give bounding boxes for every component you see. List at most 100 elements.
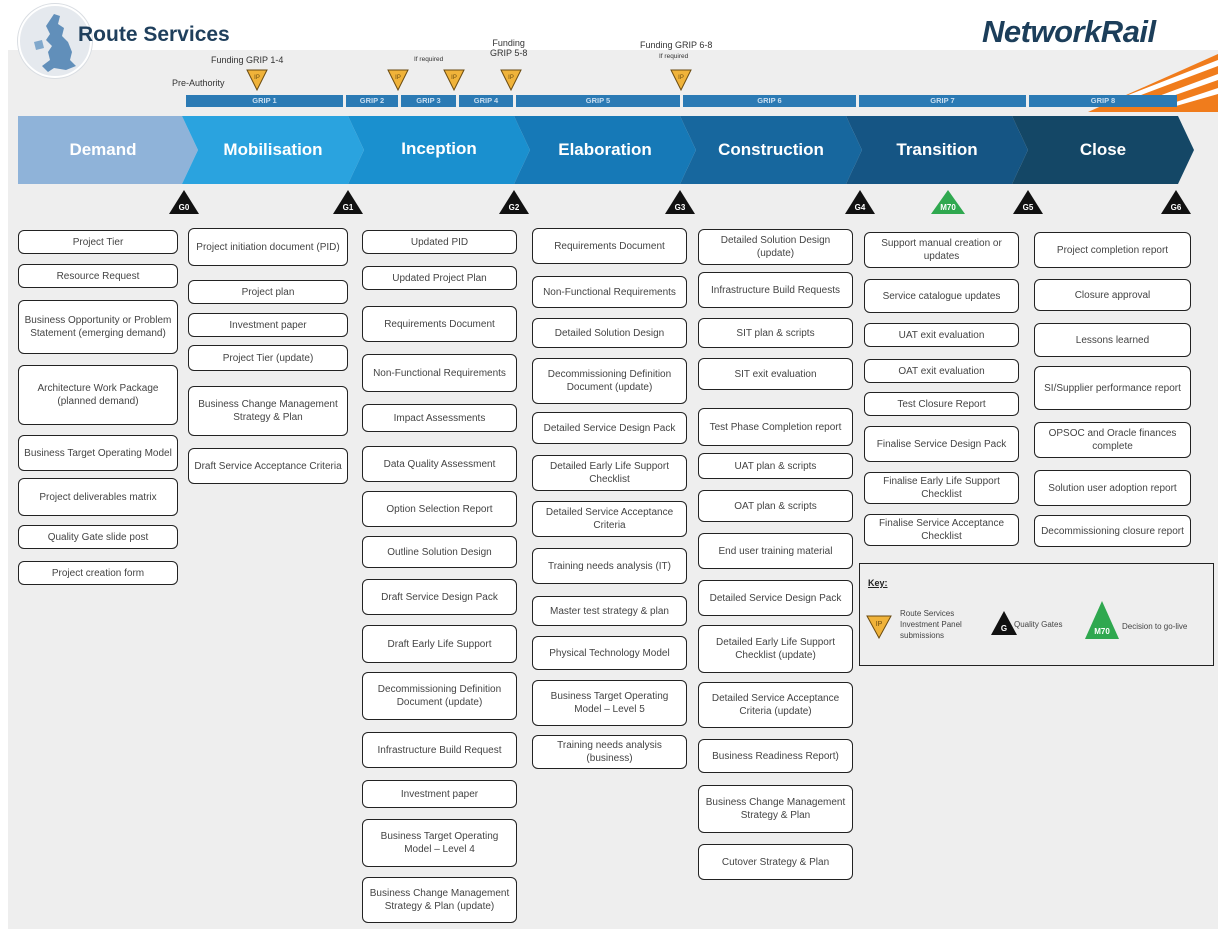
grip-stage-5: GRIP 5	[516, 95, 680, 107]
deliverable-box: Training needs analysis (business)	[532, 735, 687, 769]
grip-stage-4: GRIP 4	[459, 95, 513, 107]
deliverable-box: Project initiation document (PID)	[188, 228, 348, 266]
phase-inception: Inception	[348, 116, 530, 184]
deliverable-box: Cutover Strategy & Plan	[698, 844, 853, 880]
deliverable-box: SI/Supplier performance report	[1034, 366, 1191, 410]
deliverable-box: Finalise Service Design Pack	[864, 426, 1019, 462]
key-ip-text: Route Services Investment Panel submissi…	[900, 609, 962, 640]
phase-transition: Transition	[846, 116, 1028, 184]
deliverable-box: Business Target Operating Model – Level …	[532, 680, 687, 726]
deliverable-box: Business Change Management Strategy & Pl…	[188, 386, 348, 436]
ip-marker-text: IP	[395, 75, 401, 81]
ip-marker-text: IP	[254, 75, 260, 81]
phase-label-close: Close	[1079, 140, 1127, 159]
deliverable-box: Quality Gate slide post	[18, 525, 178, 549]
phase-label-construction: Construction	[718, 140, 824, 159]
quality-gate-icon: G2	[499, 190, 529, 214]
deliverable-box: Architecture Work Package (planned deman…	[18, 365, 178, 425]
deliverable-box: Finalise Early Life Support Checklist	[864, 472, 1019, 504]
svg-text:G: G	[1001, 624, 1007, 633]
deliverable-box: Project creation form	[18, 561, 178, 585]
deliverable-box: Business Change Management Strategy & Pl…	[698, 785, 853, 833]
funding-grip-6-8-label: Funding GRIP 6-8	[640, 40, 713, 50]
grip-stage-2: GRIP 2	[346, 95, 398, 107]
quality-gate-icon: G	[991, 611, 1017, 635]
phase-elaboration: Elaboration	[514, 116, 696, 184]
ip-marker-text: IP	[508, 75, 514, 81]
deliverable-box: Master test strategy & plan	[532, 596, 687, 626]
deliverable-box: Data Quality Assessment	[362, 446, 517, 482]
deliverable-box: Updated PID	[362, 230, 517, 254]
deliverable-box: UAT plan & scripts	[698, 453, 853, 479]
deliverable-box: Decommissioning Definition Document (upd…	[362, 672, 517, 720]
deliverable-box: Project deliverables matrix	[18, 478, 178, 516]
legend-key: Key: IP Route Services Investment Panel …	[859, 563, 1214, 666]
gate-label: M70	[940, 203, 956, 212]
deliverable-box: Training needs analysis (IT)	[532, 548, 687, 584]
deliverable-box: Non-Functional Requirements	[532, 276, 687, 308]
key-m70-text: Decision to go-live	[1122, 622, 1188, 631]
quality-gate-icon: G4	[845, 190, 875, 214]
deliverable-box: Detailed Early Life Support Checklist	[532, 455, 687, 491]
deliverable-box: Infrastructure Build Request	[362, 732, 517, 768]
deliverable-box: Draft Service Design Pack	[362, 579, 517, 615]
deliverable-box: Updated Project Plan	[362, 266, 517, 290]
deliverable-box: Business Opportunity or Problem Statemen…	[18, 300, 178, 354]
deliverable-box: Non-Functional Requirements	[362, 354, 517, 392]
deliverable-box: Option Selection Report	[362, 491, 517, 527]
investment-panel-icon: IP	[387, 69, 409, 91]
deliverable-box: OPSOC and Oracle finances complete	[1034, 422, 1191, 458]
grip-stage-6: GRIP 6	[683, 95, 856, 107]
phase-construction: Construction	[680, 116, 862, 184]
key-gate-text: Quality Gates	[1014, 620, 1063, 629]
deliverable-box: Project Tier (update)	[188, 345, 348, 371]
deliverable-box: Investment paper	[362, 780, 517, 808]
phase-label-transition: Transition	[896, 140, 978, 159]
deliverable-box: Detailed Service Acceptance Criteria (up…	[698, 682, 853, 728]
deliverable-box: Decommissioning Definition Document (upd…	[532, 358, 687, 404]
investment-panel-icon: IP	[670, 69, 692, 91]
key-title: Key:	[868, 578, 888, 588]
gate-label: G3	[675, 203, 686, 212]
svg-text:IP: IP	[876, 621, 883, 628]
deliverable-box: Draft Service Acceptance Criteria	[188, 448, 348, 484]
uk-map-logo	[18, 4, 92, 78]
gate-label: G2	[509, 203, 520, 212]
deliverable-box: Detailed Early Life Support Checklist (u…	[698, 625, 853, 673]
deliverable-box: Business Change Management Strategy & Pl…	[362, 877, 517, 923]
deliverable-box: UAT exit evaluation	[864, 323, 1019, 347]
deliverable-box: Requirements Document	[362, 306, 517, 342]
deliverable-box: Finalise Service Acceptance Checklist	[864, 514, 1019, 546]
deliverable-box: Decommissioning closure report	[1034, 515, 1191, 547]
deliverable-box: Outline Solution Design	[362, 536, 517, 568]
phase-demand: Demand	[18, 116, 198, 184]
deliverable-box: Test Phase Completion report	[698, 408, 853, 446]
deliverable-box: OAT plan & scripts	[698, 490, 853, 522]
deliverable-box: End user training material	[698, 533, 853, 569]
gate-label: G1	[343, 203, 354, 212]
quality-gate-icon: G1	[333, 190, 363, 214]
deliverable-box: Closure approval	[1034, 279, 1191, 311]
if-required-label: If required	[414, 56, 444, 63]
pre-authority-label: Pre-Authority	[172, 78, 225, 88]
deliverable-box: SIT exit evaluation	[698, 358, 853, 390]
quality-gate-icon: G3	[665, 190, 695, 214]
investment-panel-icon: IP	[500, 69, 522, 91]
investment-panel-icon: IP	[246, 69, 268, 91]
funding-grip-1-4-label: Funding GRIP 1-4	[211, 55, 284, 65]
brand-title: Route Services	[78, 23, 230, 46]
deliverable-box: Draft Early Life Support	[362, 625, 517, 663]
deliverable-box: Infrastructure Build Requests	[698, 272, 853, 308]
deliverable-box: Business Target Operating Model – Level …	[362, 819, 517, 867]
ip-marker-text: IP	[451, 75, 457, 81]
deliverable-box: Resource Request	[18, 264, 178, 288]
grip-stage-1: GRIP 1	[186, 95, 343, 107]
deliverable-box: Detailed Service Acceptance Criteria	[532, 501, 687, 537]
phase-label-inception: Inception	[401, 139, 477, 158]
deliverable-box: Test Closure Report	[864, 392, 1019, 416]
if-required-label-2: If required	[659, 53, 689, 60]
phase-label-mobilisation: Mobilisation	[223, 140, 323, 159]
deliverable-box: Service catalogue updates	[864, 279, 1019, 313]
deliverable-box: Detailed Solution Design (update)	[698, 229, 853, 265]
svg-text:M70: M70	[1094, 627, 1110, 636]
